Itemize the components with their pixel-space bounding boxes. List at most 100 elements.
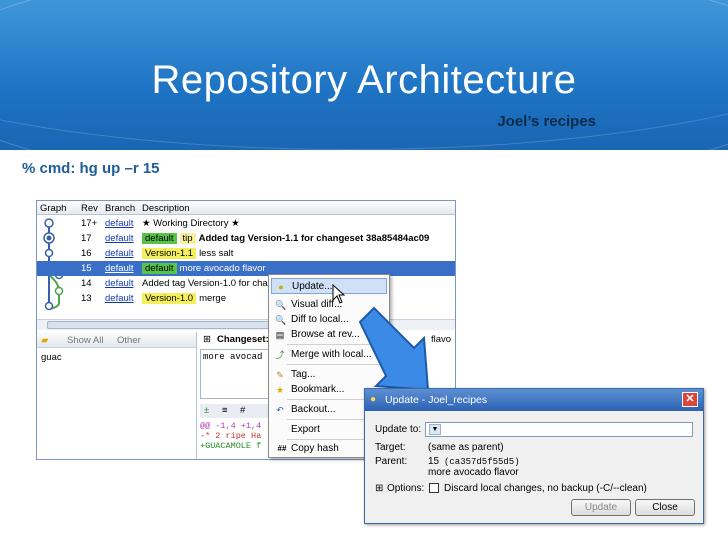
update-to-select[interactable]: 15 ▼ bbox=[425, 422, 693, 437]
menu-separator bbox=[287, 439, 385, 440]
diff-line: +GUACAMOLE f bbox=[200, 441, 262, 451]
menu-item-label: Visual diff... bbox=[291, 299, 343, 310]
options-expand-icon[interactable]: ⊞ bbox=[375, 483, 384, 494]
changeset-header: ⊞ Changeset: flavo bbox=[199, 332, 455, 346]
menu-item-tag[interactable]: ✎ Tag... bbox=[271, 367, 387, 383]
parent-hash: (ca357d5f55d5) bbox=[444, 457, 520, 467]
chevron-down-icon[interactable]: ▼ bbox=[429, 424, 441, 435]
menu-item-label: Merge with local... bbox=[291, 349, 372, 360]
menu-item-merge[interactable]: ⤴ Merge with local... bbox=[271, 347, 387, 363]
diff-line: -* 2 ripe Ha bbox=[200, 431, 262, 441]
menu-item-label: Diff to local... bbox=[291, 314, 349, 325]
menu-item-export[interactable]: Export bbox=[271, 422, 387, 438]
update-icon: ● bbox=[278, 282, 284, 292]
file-list-pane: ▰ Show All Other guac bbox=[37, 332, 197, 459]
update-icon: ● bbox=[370, 394, 377, 405]
menu-item-label: Tag... bbox=[291, 369, 316, 380]
pointer-arrow-icon bbox=[358, 306, 430, 392]
row-branch: default bbox=[105, 263, 134, 274]
branch-tag: default bbox=[142, 233, 177, 244]
row-branch: default bbox=[105, 218, 134, 229]
row-rev: 17+ bbox=[81, 218, 98, 229]
folder-icon: ▰ bbox=[41, 335, 49, 346]
menu-item-visual-diff[interactable]: 🔍 Visual diff... bbox=[271, 297, 387, 313]
options-label: Options: bbox=[387, 483, 425, 494]
diff-content: @@ -1,4 +1,4 -* 2 ripe Ha +GUACAMOLE f bbox=[200, 421, 261, 451]
menu-separator bbox=[287, 344, 385, 345]
version-tag: Version-1.0 bbox=[142, 293, 197, 304]
menu-item-diff-to-local[interactable]: 🔍 Diff to local... bbox=[271, 312, 387, 328]
title-banner bbox=[0, 0, 728, 150]
changeset-label: Changeset: bbox=[217, 334, 269, 345]
discard-changes-label: Discard local changes, no backup (-C/--c… bbox=[444, 483, 647, 494]
command-line: % cmd: hg up –r 15 bbox=[22, 160, 160, 177]
row-branch: default bbox=[105, 233, 134, 244]
file-item[interactable]: guac bbox=[41, 352, 62, 363]
discard-changes-checkbox[interactable] bbox=[429, 483, 439, 493]
menu-item-copy-hash[interactable]: ## Copy hash bbox=[271, 441, 387, 457]
other-button[interactable]: Other bbox=[117, 335, 141, 346]
close-icon[interactable]: ✕ bbox=[682, 392, 698, 407]
row-branch: default bbox=[105, 248, 134, 259]
backout-icon: ↶ bbox=[276, 405, 284, 415]
row-message-text: Added tag Version-1.1 for changeset 38a8… bbox=[198, 233, 430, 244]
diff-icon: 🔍 bbox=[275, 315, 287, 325]
update-dialog: ● Update - Joel_recipes ✕ Update to: 15 … bbox=[364, 388, 704, 524]
changeset-desc-tail: flavo bbox=[431, 334, 452, 345]
col-rev[interactable]: Rev bbox=[81, 203, 98, 214]
mouse-cursor-icon bbox=[332, 284, 346, 304]
dialog-title: Update - Joel_recipes bbox=[385, 394, 488, 406]
row-branch: default bbox=[105, 293, 134, 304]
log-row[interactable]: 17+ default ★ Working Directory ★ bbox=[37, 216, 455, 231]
row-message-text: merge bbox=[199, 293, 226, 304]
col-graph[interactable]: Graph bbox=[40, 203, 67, 214]
row-rev: 14 bbox=[81, 278, 92, 289]
visual-diff-icon: 🔍 bbox=[275, 300, 287, 310]
file-list-toolbar: ▰ Show All Other bbox=[37, 332, 196, 348]
menu-item-label: Backout... bbox=[291, 404, 336, 415]
diff-view-icon[interactable]: ≡ bbox=[222, 405, 228, 416]
row-rev: 15 bbox=[81, 263, 92, 274]
merge-icon: ⤴ bbox=[275, 350, 285, 360]
row-message: ★ Working Directory ★ bbox=[142, 218, 240, 229]
row-rev: 16 bbox=[81, 248, 92, 259]
row-branch: default bbox=[105, 278, 134, 289]
diff-add-icon[interactable]: ± bbox=[204, 405, 210, 416]
expand-icon[interactable]: ⊞ bbox=[203, 334, 211, 345]
target-label: Target: bbox=[375, 442, 406, 453]
menu-item-label: Copy hash bbox=[291, 443, 339, 454]
hash-icon: ## bbox=[277, 444, 287, 453]
menu-item-backout[interactable]: ↶ Backout... bbox=[271, 402, 387, 418]
menu-separator bbox=[287, 419, 385, 420]
log-row[interactable]: 14 default Added tag Version-1.0 for cha… bbox=[37, 276, 455, 291]
dialog-titlebar: ● Update - Joel_recipes ✕ bbox=[365, 389, 703, 411]
row-message: Added tag Version-1.0 for chan bbox=[142, 278, 273, 289]
menu-item-browse[interactable]: ▤ Browse at rev... bbox=[271, 327, 387, 343]
show-all-button[interactable]: Show All bbox=[67, 335, 104, 346]
parent-label: Parent: bbox=[375, 456, 408, 467]
changeset-description: more avocad bbox=[200, 349, 270, 399]
target-value: (same as parent) bbox=[428, 442, 504, 453]
hash-icon[interactable]: # bbox=[240, 405, 246, 416]
menu-item-label: Bookmark... bbox=[291, 384, 345, 395]
col-branch[interactable]: Branch bbox=[105, 203, 136, 214]
close-button[interactable]: Close bbox=[635, 499, 695, 516]
menu-item-label: Browse at rev... bbox=[291, 329, 360, 340]
col-description[interactable]: Description bbox=[142, 203, 190, 214]
bookmark-icon: ★ bbox=[275, 385, 285, 395]
branch-tag: default bbox=[142, 263, 177, 274]
parent-rev: 15 bbox=[428, 456, 440, 467]
menu-separator bbox=[287, 399, 385, 400]
menu-item-update[interactable]: ● Update... bbox=[271, 278, 387, 294]
slide-subtitle: Joel’s recipes bbox=[497, 113, 596, 130]
menu-item-bookmark[interactable]: ★ Bookmark... bbox=[271, 382, 387, 398]
update-button[interactable]: Update bbox=[571, 499, 631, 516]
row-rev: 13 bbox=[81, 293, 92, 304]
parent-description: more avocado flavor bbox=[428, 467, 519, 478]
